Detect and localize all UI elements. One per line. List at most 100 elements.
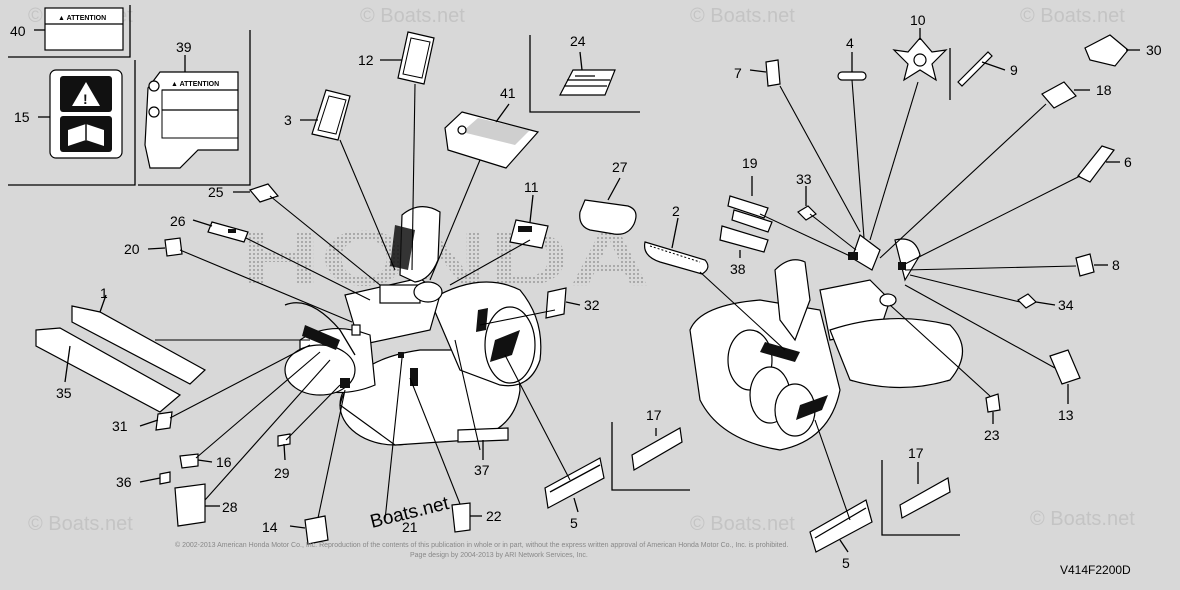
svg-text:!: ! [83,91,88,107]
decal-27[interactable] [579,199,637,235]
decal-19[interactable] [727,195,773,233]
callout-23: 23 [984,427,1000,443]
decal-4[interactable] [837,71,867,81]
callout-4: 4 [846,35,854,51]
decal-12[interactable] [397,31,435,85]
callout-15: 15 [14,109,30,125]
decal-39[interactable]: ▲ ATTENTION [144,71,239,169]
decal-26[interactable] [207,221,249,243]
callout-35: 35 [56,385,72,401]
callout-13: 13 [1058,407,1074,423]
decal-1[interactable] [71,305,207,385]
decal-2[interactable] [643,241,709,275]
decal-7[interactable] [765,59,781,87]
callout-36: 36 [116,474,132,490]
callout-14: 14 [262,519,278,535]
decal-5-left[interactable] [544,457,605,509]
callout-27: 27 [612,159,628,175]
callout-37: 37 [474,462,490,478]
decal-41[interactable] [444,111,540,169]
snowblower-right [689,234,963,451]
decal-24[interactable] [529,35,640,113]
decal-17-left[interactable] [611,422,690,491]
decal-29[interactable] [277,433,291,447]
callout-32: 32 [584,297,600,313]
attention-label: ▲ ATTENTION [171,81,219,88]
callout-34: 34 [1058,297,1074,313]
callout-29: 29 [274,465,290,481]
callout-30: 30 [1146,42,1162,58]
copyright-line-2: Page design by 2004-2013 by ARI Network … [410,552,588,559]
decal-38[interactable] [719,225,769,253]
decal-40[interactable]: ▲ ATTENTION [44,7,124,51]
decal-35[interactable] [35,327,182,413]
decal-13[interactable] [1049,349,1081,385]
callout-28: 28 [222,499,238,515]
decal-10[interactable] [892,37,948,82]
leader-lines [155,79,1081,521]
callout-40: 40 [10,23,26,39]
decal-9[interactable] [949,48,993,100]
decal-panel-frame [8,5,251,186]
decal-32[interactable] [545,287,567,319]
decal-3[interactable] [311,89,351,141]
callout-22: 22 [486,508,502,524]
copyright-line-1: © 2002-2013 American Honda Motor Co., In… [175,541,788,549]
callout-26: 26 [170,213,186,229]
decal-5-right[interactable] [809,499,873,553]
callout-19: 19 [742,155,758,171]
decal-6[interactable] [1077,145,1115,183]
callout-3: 3 [284,112,292,128]
watermark-text: © Boats.net [1030,508,1135,530]
callout-9: 9 [1010,62,1018,78]
decal-15[interactable]: ! [49,69,123,159]
callout-16: 16 [216,454,232,470]
callout-numbers: 40 15 39 12 3 25 26 20 1 35 31 16 29 36 … [10,12,1162,571]
callout-17a: 17 [646,407,662,423]
decal-17-right[interactable] [881,460,960,536]
decal-30[interactable] [1084,34,1129,67]
attention-label: ▲ ATTENTION [58,15,106,22]
callout-21: 21 [402,519,418,535]
honda-logo-text: HONDA [240,214,650,302]
decal-14[interactable] [304,515,329,545]
callout-6: 6 [1124,154,1132,170]
callout-25: 25 [208,184,224,200]
callout-7: 7 [734,65,742,81]
callout-24: 24 [570,33,586,49]
decal-36[interactable] [159,471,171,485]
watermark-text: © Boats.net [690,5,795,27]
decal-34[interactable] [1017,293,1037,309]
callout-41: 41 [500,85,516,101]
decal-11[interactable] [509,219,549,249]
callout-10: 10 [910,12,926,28]
decal-22[interactable] [451,502,471,533]
callout-17b: 17 [908,445,924,461]
decal-20[interactable] [164,237,183,257]
callout-5b: 5 [842,555,850,571]
decal-23[interactable] [985,393,1001,413]
callout-20: 20 [124,241,140,257]
decal-31[interactable] [155,411,173,431]
callout-8: 8 [1112,257,1120,273]
callout-31: 31 [112,418,128,434]
watermark-text: © Boats.net [690,513,795,535]
decal-8[interactable] [1075,253,1095,277]
diagram-code: V414F2200D [1060,563,1131,577]
decal-28[interactable] [174,483,206,527]
decal-37[interactable] [457,427,509,443]
honda-logo-watermark: HONDA [240,214,650,302]
decal-33[interactable] [797,205,817,221]
decal-18[interactable] [1041,81,1077,109]
callout-12: 12 [358,52,374,68]
callout-33: 33 [796,171,812,187]
callout-39: 39 [176,39,192,55]
decal-16[interactable] [179,453,199,469]
callout-11: 11 [524,179,539,195]
callout-18: 18 [1096,82,1112,98]
watermark-text: © Boats.net [1020,5,1125,27]
callout-2: 2 [672,203,680,219]
watermark-text: © Boats.net [28,513,133,535]
